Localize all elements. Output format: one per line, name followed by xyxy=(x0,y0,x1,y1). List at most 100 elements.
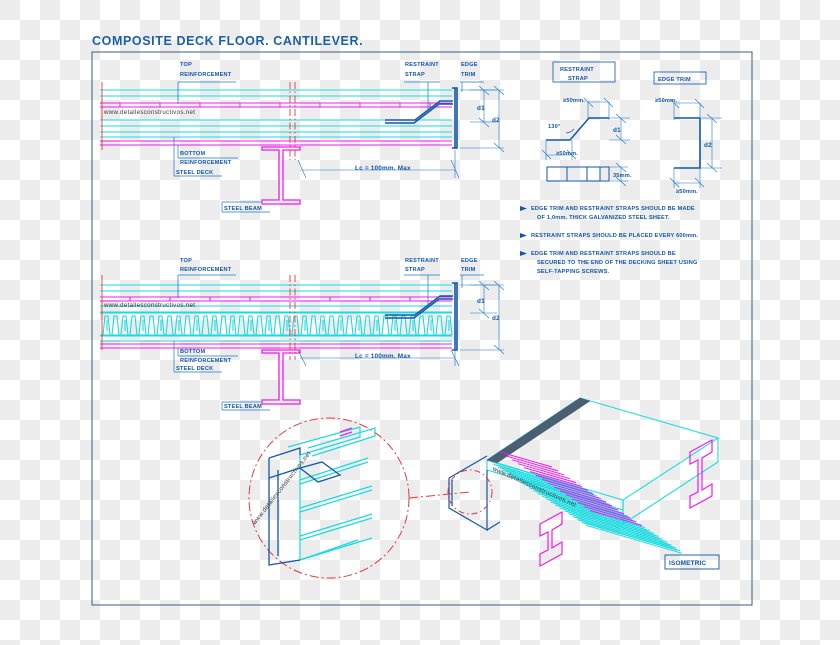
label-top-reinforcement-line1-bottom: TOP xyxy=(180,258,192,264)
label-steel-beam-bottom: STEEL BEAM xyxy=(224,404,262,410)
label-bottom-reinforcement-line2: REINFORCEMENT xyxy=(180,160,232,166)
restraint-strap-top xyxy=(385,100,453,124)
triangle-bullet-icon xyxy=(520,251,527,256)
restraint-strap-profile xyxy=(546,117,609,141)
edge-trim-bottom xyxy=(452,282,458,351)
notes-block: EDGE TRIM AND RESTRAINT STRAPS SHOULD BE… xyxy=(520,206,698,275)
dimension-strap-bottom xyxy=(541,140,577,160)
steel-beam-bottom xyxy=(261,349,301,405)
leader-top-reinforcement xyxy=(177,81,236,104)
dim-label-strap-top: ≥50mm. xyxy=(563,98,585,104)
top-rebar-ticks xyxy=(119,103,431,107)
iso-beam-right xyxy=(689,438,713,510)
leader-steel-beam xyxy=(221,201,270,213)
detail-leader-line xyxy=(408,491,471,499)
edge-trim-top xyxy=(452,87,458,149)
leader-top-reinforcement-bottom xyxy=(177,274,236,298)
dimension-lc-top xyxy=(297,150,460,179)
dim-label-lc-top: Lc = 100mm. Max xyxy=(355,165,411,172)
dimension-d2-bottom xyxy=(460,280,505,355)
detail-circle-callout: www.detallesconstructivos.net xyxy=(248,417,493,579)
label-edge-trim-line1: EDGE xyxy=(461,62,478,68)
dimension-d2-top xyxy=(460,85,505,153)
watermark-text-top: www.detallesconstructivos.net xyxy=(103,109,195,116)
leader-steel-beam-bottom xyxy=(221,401,270,411)
label-restraint-strap-line2: STRAP xyxy=(405,72,425,78)
dim-label-d1-bottom: d1 xyxy=(477,298,485,305)
label-top-reinforcement-line1: TOP xyxy=(180,62,192,68)
dim-label-lc-bottom: Lc = 100mm. Max xyxy=(355,353,411,360)
dim-label-strap-width: 35mm. xyxy=(613,173,632,179)
detail-deck-geometry xyxy=(287,426,376,561)
page-title: COMPOSITE DECK FLOOR. CANTILEVER. xyxy=(92,34,363,48)
label-bottom-reinforcement-line1-bottom: BOTTOM xyxy=(180,349,205,355)
label-steel-deck: STEEL DECK xyxy=(176,170,213,176)
restraint-strap-bottom xyxy=(385,295,453,319)
detail-edge-trim-geometry xyxy=(268,447,342,566)
dim-label-trim-d2: d2 xyxy=(704,142,712,149)
triangle-bullet-icon xyxy=(520,233,527,238)
dim-angle-130: 130° xyxy=(548,124,560,130)
leader-steel-deck xyxy=(173,137,222,177)
detail-edge-trim: EDGE TRIM ≥50mm. d2 ≥50mm xyxy=(653,71,722,195)
label-restraint-strap-line1: RESTRAINT xyxy=(405,62,439,68)
leader-restraint-strap-bottom xyxy=(404,274,440,305)
dim-label-trim-top: ≥50mm. xyxy=(655,98,677,104)
isometric-view: www.detallesconstructivos.net ISOMETRIC xyxy=(448,397,720,570)
dimension-strap-top xyxy=(583,97,614,120)
triangle-bullet-icon xyxy=(520,206,527,211)
isometric-label: ISOMETRIC xyxy=(669,560,706,567)
dim-label-d1-top: d1 xyxy=(477,105,485,112)
strap-plan-view xyxy=(546,166,610,182)
dimension-lc-bottom xyxy=(297,345,460,367)
note-3-line-3: SELF-TAPPING SCREWS. xyxy=(537,269,610,275)
angle-arc xyxy=(565,128,575,134)
note-3-line-1: EDGE TRIM AND RESTRAINT STRAPS SHOULD BE xyxy=(531,251,676,257)
section-cut-line-top xyxy=(289,82,296,160)
label-restraint-strap-line2-bottom: STRAP xyxy=(405,267,425,273)
dimension-strap-d1 xyxy=(609,113,630,145)
section-cut-line-bottom xyxy=(289,275,296,360)
detail-restraint-strap-title-line2: STRAP xyxy=(568,76,588,82)
detail-edge-trim-title: EDGE TRIM xyxy=(658,77,691,83)
label-edge-trim-line2: TRIM xyxy=(461,72,476,78)
dim-label-trim-bottom: ≥50mm. xyxy=(676,189,698,195)
watermark-text-bottom: www.detallesconstructivos.net xyxy=(103,302,195,309)
label-bottom-reinforcement-line2-bottom: REINFORCEMENT xyxy=(180,358,232,364)
steel-beam-top xyxy=(261,146,301,205)
label-restraint-strap-line1-bottom: RESTRAINT xyxy=(405,258,439,264)
label-steel-beam: STEEL BEAM xyxy=(224,206,262,212)
detail-rebar-geometry xyxy=(339,427,353,437)
leader-edge-trim-bottom xyxy=(460,274,484,288)
iso-cut-face xyxy=(486,397,591,464)
dim-label-d2-bottom: d2 xyxy=(492,315,500,322)
bottom-rebar-ticks xyxy=(129,297,411,301)
note-1-line-1: EDGE TRIM AND RESTRAINT STRAPS SHOULD BE… xyxy=(531,206,695,212)
profiled-deck-ribs xyxy=(100,312,453,336)
detail-diagonal-watermark: www.detallesconstructivos.net xyxy=(250,450,312,527)
dimension-trim-top xyxy=(669,98,705,120)
dimension-trim-d2 xyxy=(700,113,722,173)
detail-source-circle xyxy=(447,469,493,515)
section-bottom-detail: www.detallesconstructivos.net TOP REINFO… xyxy=(100,258,505,411)
detail-restraint-strap-title-line1: RESTRAINT xyxy=(560,67,594,73)
note-3-line-2: SECURED TO THE END OF THE DECKING SHEET … xyxy=(537,260,698,266)
dim-label-strap-bottom: ≥50mm. xyxy=(556,151,578,157)
isometric-label-box xyxy=(664,554,720,570)
label-top-reinforcement-line2: REINFORCEMENT xyxy=(180,72,232,78)
edge-trim-profile xyxy=(674,117,701,169)
iso-beam-left xyxy=(539,510,563,568)
leader-edge-trim xyxy=(460,81,484,92)
label-bottom-reinforcement-line1: BOTTOM xyxy=(180,151,205,157)
leader-steel-deck-bottom xyxy=(173,341,222,373)
section-top-detail: www.detallesconstructivos.net TOP REINFO… xyxy=(100,62,505,213)
dim-label-strap-d1: d1 xyxy=(613,127,621,134)
iso-edge-trim xyxy=(448,455,501,532)
leader-restraint-strap xyxy=(404,81,440,110)
label-steel-deck-bottom: STEEL DECK xyxy=(176,366,213,372)
note-2-line-1: RESTRAINT STRAPS SHOULD BE PLACED EVERY … xyxy=(531,233,698,239)
label-edge-trim-line1-bottom: EDGE xyxy=(461,258,478,264)
dimension-trim-bottom xyxy=(669,168,705,188)
